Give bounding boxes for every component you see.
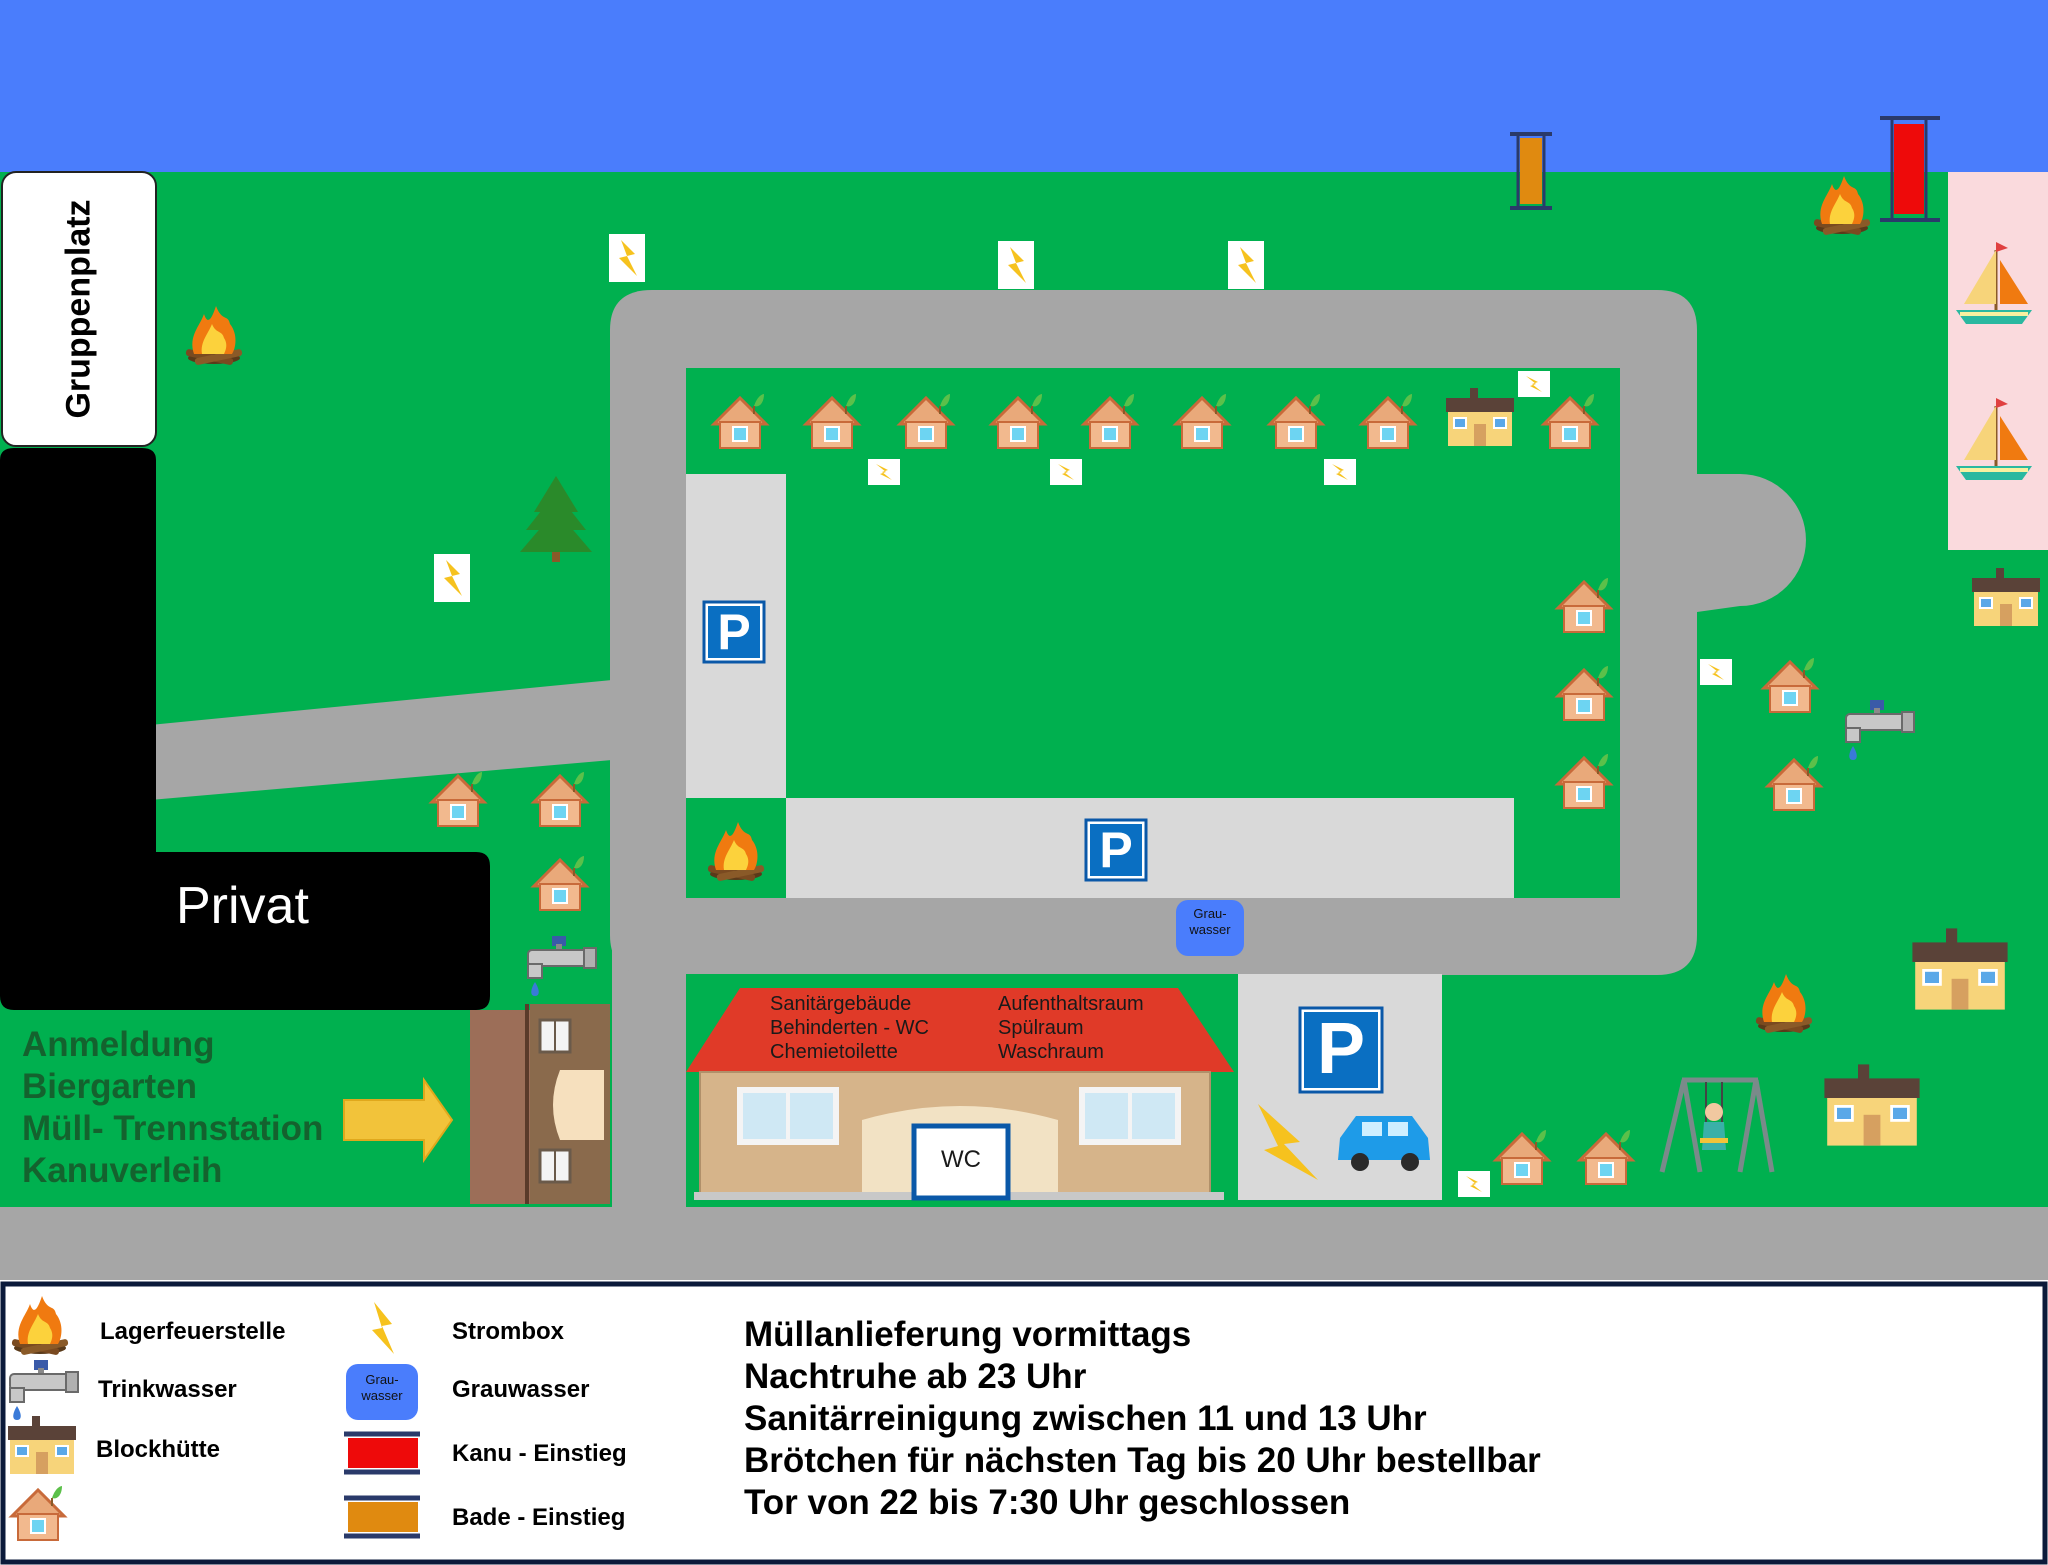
sailboat-icon: [1956, 396, 2036, 486]
campfire-icon: [1815, 172, 1871, 232]
rule-line: Tor von 22 bis 7:30 Uhr geschlossen: [744, 1483, 1351, 1522]
tree-icon: [524, 468, 590, 562]
water-tap-icon: [10, 1362, 78, 1414]
common-room-label: Aufenthaltsraum Spülraum Waschraum: [998, 992, 1144, 1064]
swing-icon: [1660, 1076, 1774, 1174]
legend-label-greywater: Grauwasser: [452, 1376, 590, 1403]
sailboat-icon: [1956, 240, 2036, 330]
rule-line: Sanitärreinigung zwischen 11 und 13 Uhr: [744, 1399, 1427, 1438]
parking-sign: P: [717, 604, 751, 660]
rule-line: Müllanlieferung vormittags: [744, 1315, 1192, 1354]
reception-label: Anmeldung Biergarten Müll- Trennstation …: [22, 1024, 323, 1192]
campfire-icon: [10, 1294, 72, 1358]
sanitary-line: Chemietoilette: [770, 1041, 898, 1063]
campfire-icon: [1756, 970, 1812, 1030]
car-icon: [1336, 1112, 1432, 1170]
sanitary-line: Behinderten - WC: [770, 1017, 929, 1039]
power-box-icon: [364, 1300, 400, 1358]
legend-label-drinking-water: Trinkwasser: [98, 1376, 237, 1403]
power-box-icon: [609, 234, 645, 282]
sanitary-line: Spülraum: [998, 1017, 1084, 1039]
camp-rules: Müllanlieferung vormittags Nachtruhe ab …: [744, 1314, 1541, 1524]
reception-building: [466, 1004, 612, 1206]
bath-entry-icon: [1506, 132, 1556, 212]
canoe-entry-icon: [1876, 114, 1944, 224]
arrow-right-icon: [342, 1078, 454, 1162]
rule-line: Nachtruhe ab 23 Uhr: [744, 1357, 1087, 1396]
sanitary-line: Aufenthaltsraum: [998, 993, 1144, 1015]
power-box-icon: [998, 241, 1034, 289]
sanitary-line: Sanitärgebäude: [770, 993, 912, 1015]
wc-sign: WC: [941, 1146, 981, 1173]
private-area-label: Privat: [176, 877, 309, 935]
campfire-icon: [708, 818, 764, 878]
legend-greywater-badge: Grau-wasser: [361, 1372, 403, 1403]
group-area-label: Gruppenplatz: [59, 199, 98, 419]
legend-label-cabin: Blockhütte: [96, 1436, 221, 1463]
campfire-icon: [190, 300, 240, 360]
cabin-icon: [10, 1416, 74, 1476]
reception-line: Biergarten: [22, 1067, 198, 1106]
power-box-icon: [1228, 241, 1264, 289]
greywater-badge: Grau-wasser: [1189, 906, 1231, 937]
sanitary-services-label: Sanitärgebäude Behinderten - WC Chemieto…: [770, 992, 929, 1064]
water-tap-icon: [1836, 696, 1914, 762]
legend-label-canoe-entry: Kanu - Einstieg: [452, 1440, 627, 1467]
power-box-icon: [434, 554, 470, 602]
parking-sign: P: [1316, 1009, 1366, 1089]
sanitary-line: Waschraum: [998, 1041, 1104, 1063]
legend-label-campfire: Lagerfeuerstelle: [100, 1318, 286, 1345]
reception-line: Anmeldung: [22, 1025, 215, 1064]
canoe-entry-icon: [342, 1432, 422, 1476]
hut-icon: [10, 1488, 66, 1542]
reception-line: Müll- Trennstation: [22, 1109, 324, 1148]
cabin-icon: [1442, 386, 1518, 448]
rule-line: Brötchen für nächsten Tag bis 20 Uhr bes…: [744, 1441, 1541, 1480]
legend-label-power-box: Strombox: [452, 1318, 565, 1345]
water-tap-icon: [518, 932, 596, 998]
legend-label-bath-entry: Bade - Einstieg: [452, 1504, 626, 1531]
reception-line: Kanuverleih: [22, 1151, 223, 1190]
parking-sign: P: [1099, 822, 1133, 878]
bath-entry-icon: [342, 1496, 422, 1540]
